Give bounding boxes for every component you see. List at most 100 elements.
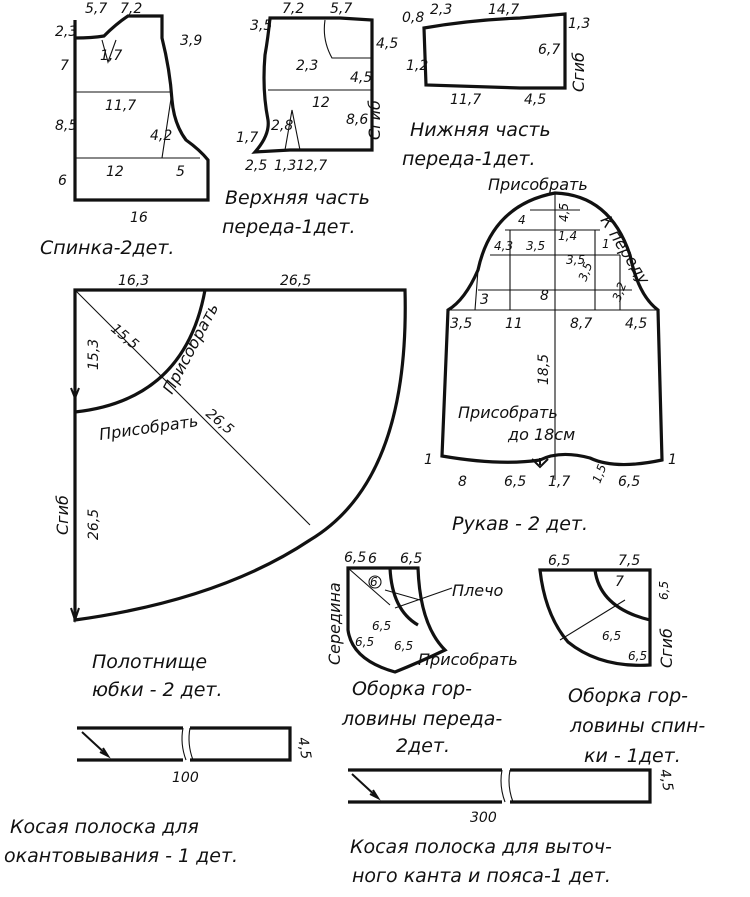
- skirt-gather-label: Присобрать: [98, 411, 199, 444]
- front-frill-dim-w1: 6,5: [355, 635, 374, 649]
- upper-front-dim-left-a: 1,7: [236, 130, 258, 146]
- sleeve-caption: Рукав - 2 дет.: [452, 513, 588, 535]
- lower-front-piece: 0,8 2,3 14,7 1,3 1,2 6,7 11,7 4,5 Сгиб Н…: [402, 2, 590, 170]
- bias-strip-1-caption-2: окантовывания - 1 дет.: [4, 845, 238, 867]
- lower-front-caption-2: переда-1дет.: [402, 148, 536, 170]
- skirt-dim-left-b: 26,5: [86, 509, 102, 540]
- front-frill-caption-2: ловины переда-: [341, 708, 502, 730]
- upper-front-dim-right-a: 4,5: [376, 36, 398, 52]
- bias-strip-1-length: 100: [172, 770, 199, 786]
- sleeve-dim-w2: 11: [505, 316, 523, 332]
- sleeve-dim-w3: 8,7: [570, 316, 592, 332]
- upper-front-dim-dart: 2,8: [271, 118, 293, 134]
- sleeve-dim-edge-r: 1: [668, 452, 677, 468]
- sleeve-dim-cap-b: 4: [518, 213, 526, 227]
- back-frill-piece: 6,5 7,5 6,5 6,5 6,5 7 Сгиб Оборка гор- л…: [538, 553, 705, 767]
- sleeve-dim-cap-d: 3,5: [526, 239, 545, 253]
- upper-front-outline: [251, 16, 374, 154]
- back-piece: 5,7 7,2 2,3 7 8,5 6 3,9 1,7 11,7 12 4,2 …: [40, 1, 210, 259]
- back-dim-right-a: 3,9: [180, 33, 202, 49]
- sleeve-gather-bottom-2: до 18см: [507, 425, 575, 444]
- sleeve-dim-cap-j: 3: [480, 292, 489, 308]
- lower-front-dim-bottom-b: 4,5: [524, 92, 546, 108]
- upper-front-dim-b2: 1,3: [274, 158, 296, 174]
- upper-front-dim-right-c: 8,6: [346, 112, 368, 128]
- sleeve-dim-w1: 3,5: [450, 316, 472, 332]
- back-frill-caption-3: ки - 1дет.: [584, 745, 681, 767]
- lower-front-dim-left: 1,2: [406, 58, 428, 74]
- back-dim-dart: 1,7: [100, 48, 122, 64]
- lower-front-fold: Сгиб: [569, 52, 588, 92]
- back-dim-w1: 11,7: [105, 98, 136, 114]
- front-frill-center: Середина: [325, 582, 344, 665]
- lower-front-caption-1: Нижняя часть: [410, 119, 551, 141]
- lower-front-dim-right-a: 1,3: [568, 16, 590, 32]
- sleeve-dim-w4: 4,5: [625, 316, 647, 332]
- sleeve-dim-cap-i: 1: [602, 237, 610, 251]
- bias-strip-1-width: 4,5: [294, 736, 314, 761]
- sleeve-piece: Присобрать К переду 4,5 4 4,3 3,5 1,4 3,…: [424, 175, 677, 535]
- sleeve-dim-b3: 1,7: [548, 474, 570, 490]
- skirt-waist-curve: [74, 289, 207, 414]
- skirt-caption-2: юбки - 2 дет.: [92, 679, 223, 701]
- skirt-outline: [73, 288, 407, 622]
- back-dim-left-b: 7: [60, 58, 69, 74]
- upper-front-dim-mid: 12: [312, 95, 330, 111]
- front-frill-piece: 6 6,5 6,5 6,5 6,5 6,5 6 Середина Плечо П…: [325, 550, 518, 757]
- front-frill-outline: [346, 566, 448, 674]
- bias-strip-1-caption-1: Косая полоска для: [10, 816, 199, 838]
- upper-front-dim-top-b: 7,2: [282, 1, 304, 17]
- skirt-dim-left-a: 15,3: [86, 339, 102, 370]
- front-frill-dim-top-b: 6,5: [400, 551, 422, 567]
- lower-front-dim-top-a: 0,8: [402, 10, 424, 26]
- back-frill-dim-w1: 6,5: [602, 629, 621, 643]
- bias-strip-2-caption-1: Косая полоска для выточ-: [350, 836, 612, 858]
- skirt-piece: 16,3 26,5 15,5 26,5 15,3 26,5 Присобрать…: [53, 273, 407, 701]
- skirt-dim-diag-a: 15,5: [107, 321, 141, 353]
- bias-strip-2-caption-2: ного канта и пояса-1 дет.: [352, 865, 611, 887]
- front-frill-gather: Присобрать: [418, 650, 518, 669]
- back-dim-left-d: 6: [58, 173, 67, 189]
- sleeve-dim-length: 18,5: [536, 354, 552, 385]
- sleeve-gather-bottom-1: Присобрать: [458, 403, 558, 422]
- skirt-dim-diag-b: 26,5: [202, 406, 236, 438]
- back-dim-bottom: 16: [130, 210, 148, 226]
- back-dim-left-a: 2,3: [55, 24, 77, 40]
- bias-strip-1: 100 4,5 Косая полоска для окантовывания …: [4, 726, 314, 867]
- sleeve-dim-cap-h: 3,2: [610, 280, 630, 303]
- bias-strip-2: 300 4,5 Косая полоска для выточ- ного ка…: [348, 768, 676, 887]
- upper-front-dim-b3: 12,7: [296, 158, 327, 174]
- lower-front-outline: [422, 12, 567, 90]
- skirt-dim-top-a: 16,3: [118, 273, 149, 289]
- upper-front-dim-top-a: 3,5: [250, 18, 272, 34]
- sleeve-dim-b1: 8: [458, 474, 467, 490]
- upper-front-fold: Сгиб: [365, 100, 384, 140]
- back-frill-dim-top-a: 6,5: [548, 553, 570, 569]
- lower-front-dim-top-c: 14,7: [488, 2, 519, 18]
- front-frill-caption-1: Оборка гор-: [352, 678, 472, 700]
- back-frill-dim-w2: 6,5: [628, 649, 647, 663]
- front-frill-shoulder: Плечо: [452, 581, 504, 600]
- back-dim-side: 5: [176, 164, 185, 180]
- back-frill-caption-2: ловины спин-: [569, 715, 705, 737]
- front-frill-dim-left: 6,5: [344, 550, 366, 566]
- front-frill-dim-top-a: 6: [368, 551, 377, 567]
- back-frill-dim-top-b: 7,5: [618, 553, 640, 569]
- sleeve-dim-cap-c: 4,3: [494, 239, 513, 253]
- upper-front-dim-b1: 2,5: [245, 158, 267, 174]
- sleeve-dim-edge-l: 1: [424, 452, 433, 468]
- upper-front-dim-top-c: 5,7: [330, 1, 352, 17]
- sleeve-dim-b2: 6,5: [504, 474, 526, 490]
- front-frill-dim-w3: 6,5: [394, 639, 413, 653]
- sleeve-dim-b5: 6,5: [618, 474, 640, 490]
- back-dim-left-c: 8,5: [55, 118, 77, 134]
- upper-front-dim-right-b: 4,5: [350, 70, 372, 86]
- sleeve-dim-cap-a: 4,5: [557, 203, 571, 222]
- lower-front-dim-top-b: 2,3: [430, 2, 452, 18]
- sleeve-dim-cap-e: 1,4: [558, 229, 577, 243]
- back-outline: [73, 14, 210, 202]
- front-frill-caption-3: 2дет.: [396, 735, 450, 757]
- skirt-fold: Сгиб: [53, 495, 72, 535]
- back-frill-dim-right: 6,5: [657, 581, 671, 600]
